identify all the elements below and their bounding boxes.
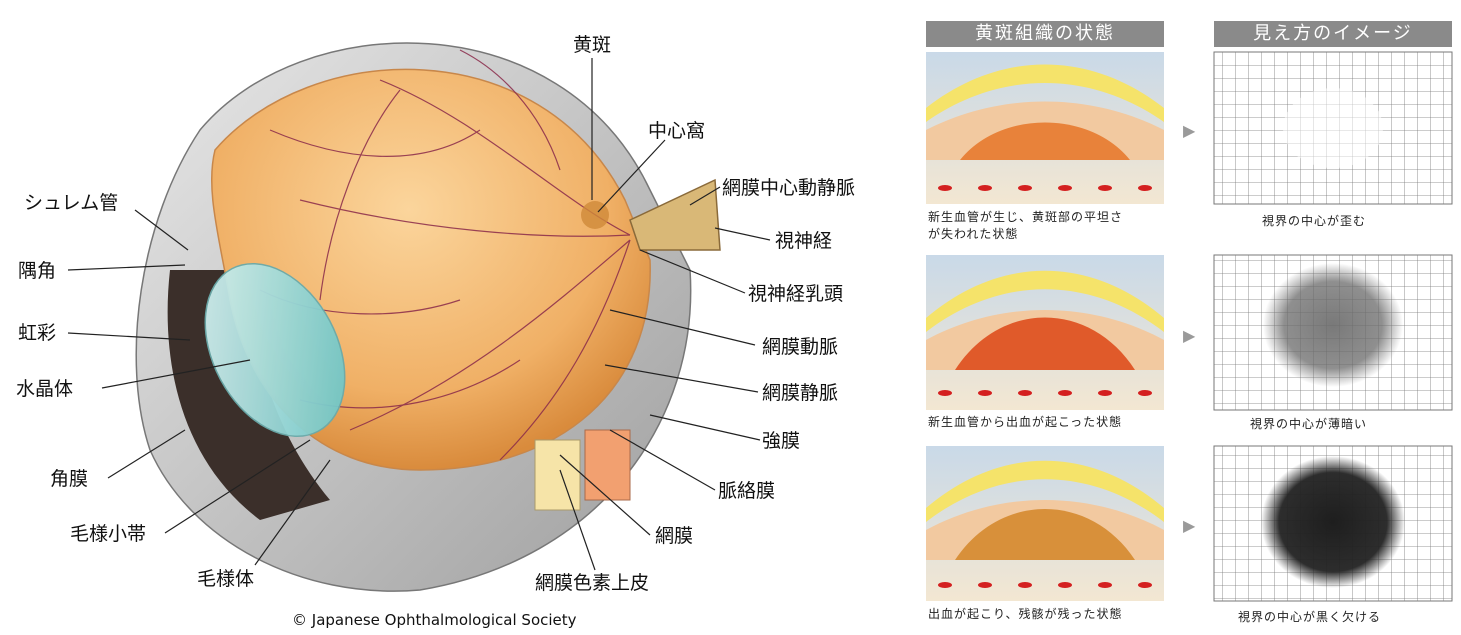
vision-caption-2: 視界の中心が薄暗い xyxy=(1250,416,1367,433)
label-rpe: 網膜色素上皮 xyxy=(535,572,649,594)
label-cornea: 角膜 xyxy=(50,468,88,490)
retina-cutaway xyxy=(535,440,580,510)
label-retinal-vein: 網膜静脈 xyxy=(762,382,838,404)
header-tissue: 黄斑組織の状態 xyxy=(926,21,1164,47)
label-iris: 虹彩 xyxy=(18,322,56,344)
arrow-row-1: ▶ xyxy=(1183,121,1195,140)
tissue-caption-3: 出血が起こり、残骸が残った状態 xyxy=(928,606,1123,623)
vision-grid-3 xyxy=(1214,446,1452,601)
vision-grid-1 xyxy=(1214,52,1452,204)
label-macula: 黄斑 xyxy=(573,34,611,56)
arrow-row-3: ▶ xyxy=(1183,516,1195,535)
tissue-caption-1: 新生血管が生じ、黄斑部の平坦さ が失われた状態 xyxy=(928,209,1123,243)
label-sclera: 強膜 xyxy=(762,430,800,452)
vision-grid-2 xyxy=(1214,255,1452,410)
label-angle: 隅角 xyxy=(18,260,56,282)
vision-caption-3: 視界の中心が黒く欠ける xyxy=(1238,609,1381,626)
tissue-panel-3 xyxy=(926,446,1164,601)
copyright: © Japanese Ophthalmological Society xyxy=(292,611,577,629)
label-retinal-artery: 網膜動脈 xyxy=(762,336,838,358)
label-optic-disc: 視神経乳頭 xyxy=(748,283,843,305)
label-retina: 網膜 xyxy=(655,525,693,547)
arrow-row-2: ▶ xyxy=(1183,326,1195,345)
label-choroid: 脈絡膜 xyxy=(718,480,775,502)
label-ciliary-body: 毛様体 xyxy=(197,568,254,590)
label-schlemm-canal: シュレム管 xyxy=(24,192,118,214)
label-central-retinal-vessels: 網膜中心動静脈 xyxy=(722,177,855,199)
vision-caption-1: 視界の中心が歪む xyxy=(1262,213,1366,230)
header-vision: 見え方のイメージ xyxy=(1214,21,1452,47)
label-zonule: 毛様小帯 xyxy=(70,523,146,545)
choroid-cutaway xyxy=(585,430,630,500)
label-lens: 水晶体 xyxy=(16,378,73,400)
tissue-panel-2 xyxy=(926,255,1164,410)
label-optic-nerve: 視神経 xyxy=(775,230,832,252)
tissue-caption-2: 新生血管から出血が起こった状態 xyxy=(928,414,1122,431)
label-fovea: 中心窩 xyxy=(648,120,705,142)
tissue-panel-1 xyxy=(926,52,1164,204)
